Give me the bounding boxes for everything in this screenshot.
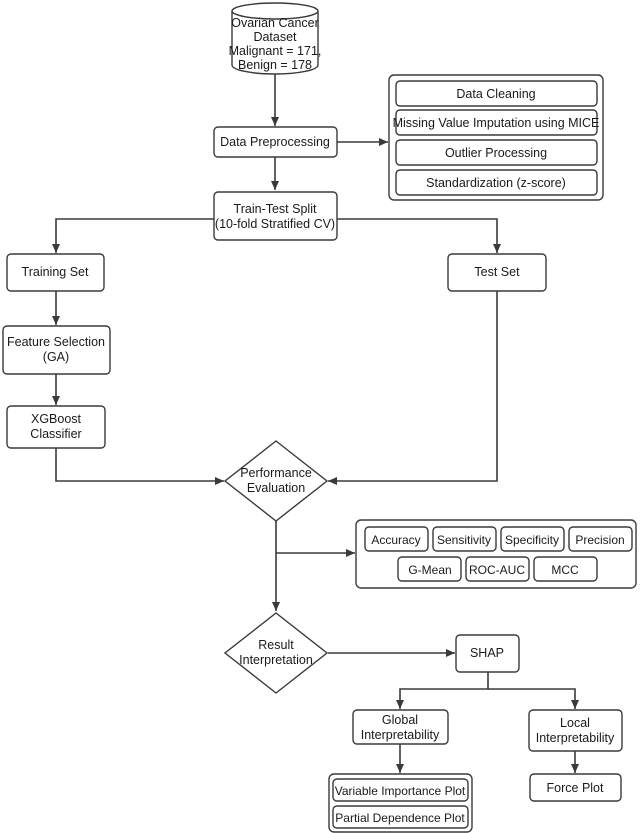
plot-variable-importance: Variable Importance Plot — [335, 784, 466, 798]
step-mice-imputation: Missing Value Imputation using MICE — [393, 116, 600, 130]
dataset-label-line: Dataset — [253, 30, 297, 44]
step-standardization: Standardization (z-score) — [426, 176, 566, 190]
arrow-split-to-training — [52, 218, 214, 253]
split-node: Train-Test Split (10-fold Stratified CV) — [213, 191, 338, 241]
shap-label: SHAP — [470, 646, 504, 660]
local-label-line: Interpretability — [536, 731, 615, 745]
metric-precision: Precision — [575, 533, 624, 547]
dataset-label-line: Ovarian Cancer — [231, 16, 319, 30]
metric-specificity: Specificity — [505, 533, 559, 547]
evaluation-label-line: Performance — [240, 466, 312, 480]
global-label-line: Interpretability — [361, 728, 440, 742]
xgboost-node: XGBoost Classifier — [6, 405, 106, 449]
dataset-node: Ovarian Cancer Dataset Malignant = 171, … — [229, 2, 322, 75]
svg-text:Benign = 178: Benign = 178 — [238, 58, 312, 72]
preprocessing-node: Data Preprocessing — [213, 126, 338, 158]
dataset-label-line: Benign = 178 — [238, 58, 312, 72]
force-plot-node: Force Plot — [529, 773, 622, 802]
test-set-label: Test Set — [474, 265, 520, 279]
shap-node: SHAP — [455, 634, 520, 673]
local-interpretability-node: Local Interpretability — [528, 709, 623, 752]
step-outlier-processing: Outlier Processing — [445, 146, 547, 160]
plot-partial-dependence: Partial Dependence Plot — [335, 811, 465, 825]
local-label-line: Local — [560, 716, 590, 730]
preprocessing-steps-group: Data Cleaning Missing Value Imputation u… — [388, 74, 604, 201]
global-interpretability-node: Global Interpretability — [352, 709, 449, 745]
metric-mcc: MCC — [551, 563, 579, 577]
arrow-test-to-evaluation — [328, 291, 498, 485]
test-set-node: Test Set — [447, 253, 547, 292]
interpretation-node: Result Interpretation — [223, 612, 329, 694]
arrow-shap-to-local — [488, 688, 579, 709]
xgboost-label-line: XGBoost — [31, 412, 82, 426]
arrow-xgboost-to-evaluation — [55, 448, 224, 485]
step-data-cleaning: Data Cleaning — [456, 87, 535, 101]
svg-text:Dataset: Dataset — [253, 30, 297, 44]
metric-sensitivity: Sensitivity — [437, 533, 491, 547]
metric-accuracy: Accuracy — [371, 533, 420, 547]
split-label-line: (10-fold Stratified CV) — [215, 217, 335, 231]
global-label-line: Global — [382, 713, 418, 727]
training-set-node: Training Set — [6, 253, 105, 292]
metrics-group: Accuracy Sensitivity Specificity Precisi… — [355, 519, 637, 589]
force-plot-label: Force Plot — [547, 781, 604, 795]
feature-selection-label-line: Feature Selection — [7, 335, 105, 349]
split-label-line: Train-Test Split — [234, 202, 317, 216]
metric-g-mean: G-Mean — [408, 563, 451, 577]
svg-text:Ovarian Cancer: Ovarian Cancer — [231, 16, 319, 30]
evaluation-node: Performance Evaluation — [223, 440, 329, 522]
global-plots-group: Variable Importance Plot Partial Depende… — [328, 773, 473, 833]
preprocessing-label: Data Preprocessing — [220, 135, 330, 149]
feature-selection-node: Feature Selection (GA) — [2, 325, 111, 375]
arrow-shap-to-global — [396, 672, 489, 709]
interpretation-label-line: Interpretation — [239, 653, 313, 667]
metric-roc-auc: ROC-AUC — [469, 563, 525, 577]
interpretation-label-line: Result — [258, 638, 294, 652]
feature-selection-label-line: (GA) — [43, 350, 69, 364]
evaluation-label-line: Evaluation — [247, 481, 305, 495]
xgboost-label-line: Classifier — [30, 427, 81, 441]
dataset-label-line: Malignant = 171, — [229, 44, 322, 58]
connectors — [52, 74, 579, 773]
arrow-split-to-test — [337, 218, 501, 253]
training-set-label: Training Set — [22, 265, 89, 279]
svg-text:Malignant = 171,: Malignant = 171, — [229, 44, 322, 58]
